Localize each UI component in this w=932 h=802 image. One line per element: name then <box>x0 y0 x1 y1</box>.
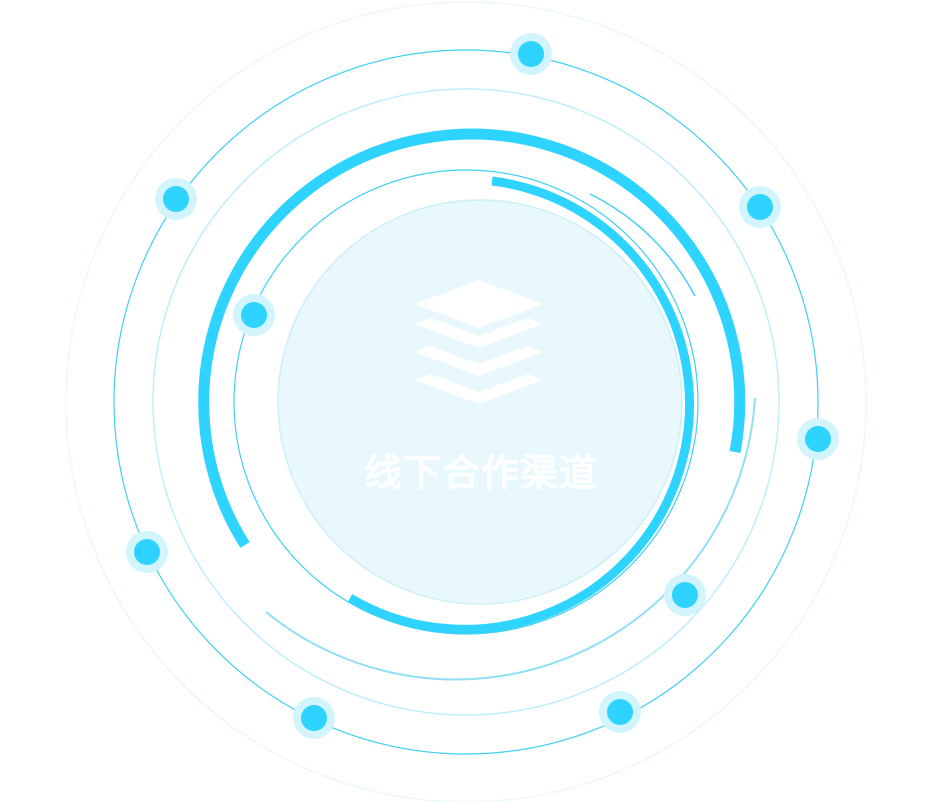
node-dot-6[interactable] <box>126 531 168 573</box>
orbit-ring <box>113 49 819 755</box>
thick-accent-arc-inner <box>347 176 694 634</box>
thin-inner-ring <box>233 169 699 635</box>
center-title: 线下合作渠道 <box>364 451 598 495</box>
node-dot-7[interactable] <box>664 574 706 616</box>
node-dot-3[interactable] <box>739 186 781 228</box>
node-dot-9[interactable] <box>293 697 335 739</box>
node-dot-4[interactable] <box>233 294 275 336</box>
node-dot-5[interactable] <box>797 418 839 460</box>
outer-faint-ring <box>65 1 867 802</box>
layers-icon <box>415 280 543 404</box>
node-dot-2[interactable] <box>155 178 197 220</box>
inner-light-ring <box>152 88 780 716</box>
short-arc-top-right <box>589 193 696 297</box>
node-dot-8[interactable] <box>599 691 641 733</box>
node-dot-1[interactable] <box>510 33 552 75</box>
thick-accent-arc <box>198 128 746 548</box>
thin-arc-lower <box>265 397 756 681</box>
node-dots <box>126 33 839 739</box>
